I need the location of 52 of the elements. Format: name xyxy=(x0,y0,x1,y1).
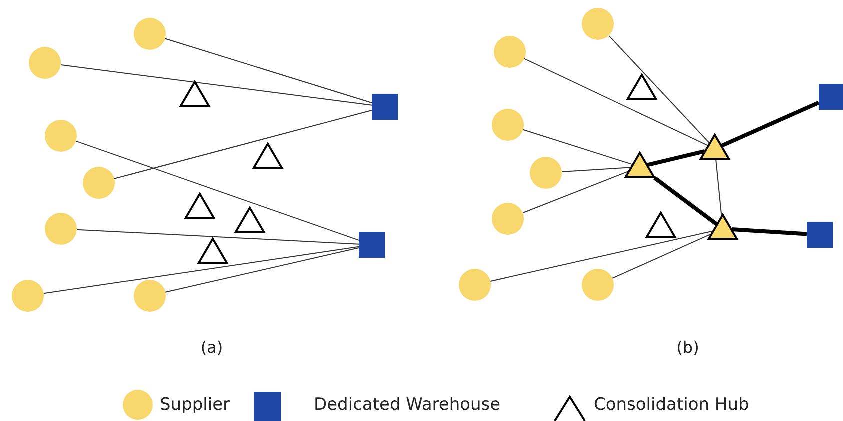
supplier-circle xyxy=(492,109,524,141)
hub-triangle xyxy=(708,214,738,240)
connector-line xyxy=(612,234,712,279)
connector-line xyxy=(165,247,360,293)
connector-line xyxy=(114,110,372,180)
connector-line xyxy=(716,160,722,217)
supplier-circle xyxy=(12,280,44,312)
hub-triangle xyxy=(646,212,676,238)
connector-line xyxy=(654,176,718,226)
legend-label: Dedicated Warehouse xyxy=(314,395,501,415)
supplier-circle xyxy=(459,269,491,301)
connector-line xyxy=(732,228,808,236)
panel-label: (a) xyxy=(200,338,224,357)
connector-line xyxy=(490,230,714,282)
hub-triangle xyxy=(185,193,215,219)
supplier-circle xyxy=(45,120,77,152)
connector-line xyxy=(76,229,360,245)
panel-label: (b) xyxy=(676,338,700,357)
warehouse-square xyxy=(819,84,843,110)
connector-line xyxy=(522,170,630,214)
legend-label: Supplier xyxy=(160,395,230,415)
hub-triangle xyxy=(180,81,210,107)
connector-line xyxy=(522,129,634,166)
hub-triangle xyxy=(625,152,655,178)
hub-triangle xyxy=(627,74,657,100)
supplier-circle xyxy=(492,203,524,235)
connector-line xyxy=(164,38,372,104)
legend-label: Consolidation Hub xyxy=(594,395,750,415)
supplier-circle xyxy=(134,18,166,50)
warehouse-square xyxy=(807,222,833,248)
supplier-circle xyxy=(494,36,526,68)
supplier-circle xyxy=(530,157,562,189)
supplier-circle xyxy=(582,269,614,301)
hub-triangle xyxy=(235,207,265,233)
hub-triangle xyxy=(198,238,228,264)
supplier-circle xyxy=(582,8,614,40)
connector-line xyxy=(647,149,706,168)
connector-line xyxy=(60,64,372,106)
hub-triangle xyxy=(253,143,283,169)
hub-triangle xyxy=(700,134,730,160)
connector-line xyxy=(43,246,360,294)
supplier-circle xyxy=(134,280,166,312)
warehouse-square xyxy=(372,94,398,120)
supplier-circle xyxy=(29,47,61,79)
connector-line xyxy=(561,167,632,172)
connector-line xyxy=(76,140,360,241)
connector-line xyxy=(608,35,710,144)
connector-line xyxy=(524,58,709,146)
warehouse-square xyxy=(359,232,385,258)
supplier-circle xyxy=(83,167,115,199)
connector-line xyxy=(721,100,820,148)
supplier-circle xyxy=(45,213,77,245)
